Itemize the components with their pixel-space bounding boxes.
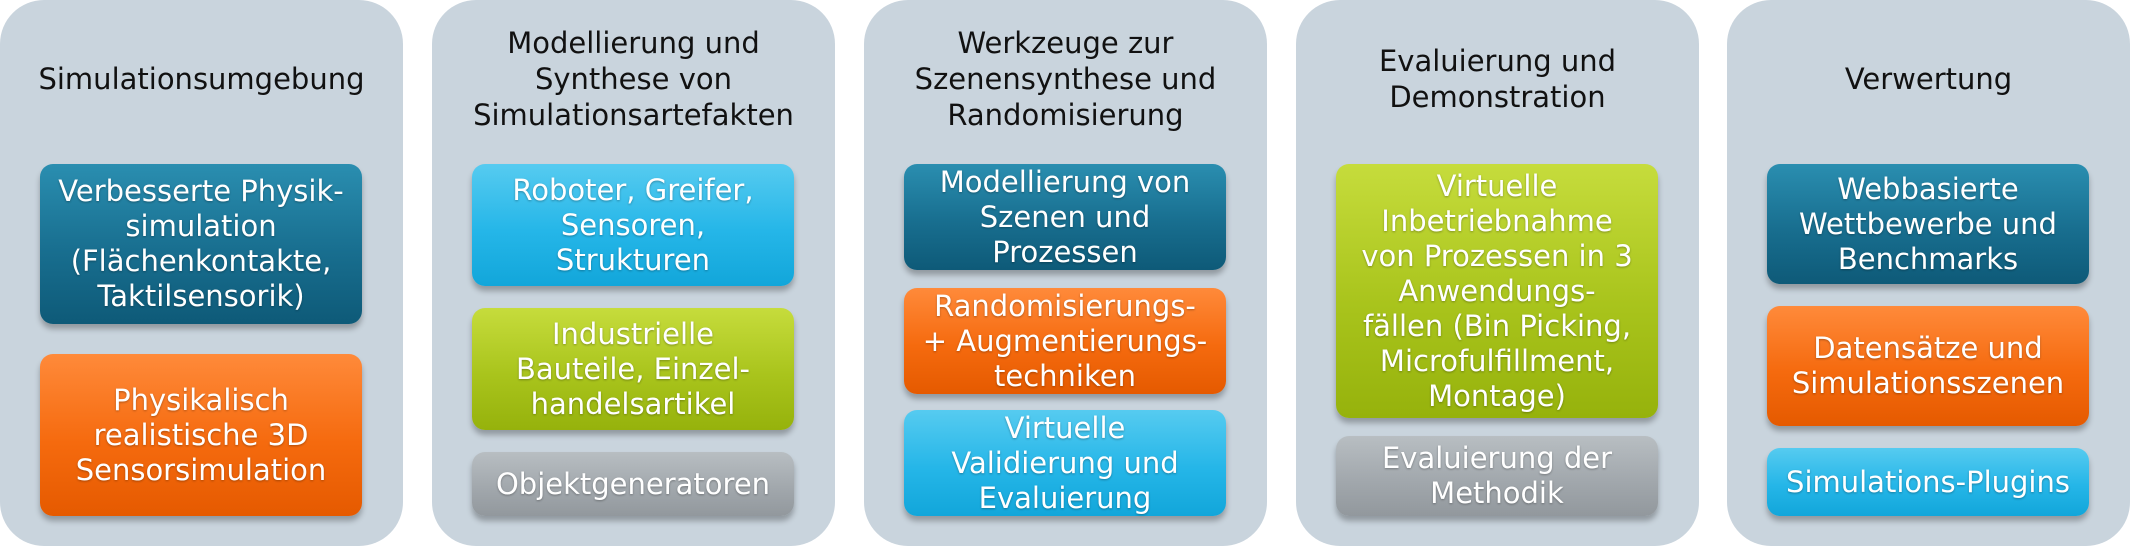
column-title: Werkzeuge zur Szenensynthese und Randomi…: [914, 26, 1217, 132]
box-simulations-plugins: Simulations-Plugins: [1767, 448, 2089, 516]
column-modellierung-synthese: Modellierung und Synthese von Simulation…: [432, 0, 835, 546]
column-title: Evaluierung und Demonstration: [1378, 44, 1617, 114]
box-sensorsimulation: Physikalisch realistische 3D Sensorsimul…: [40, 354, 362, 516]
box-evaluierung-methodik: Evaluierung der Methodik: [1336, 436, 1658, 516]
box-validierung: Virtuelle Validierung und Evaluierung: [904, 410, 1226, 516]
box-modellierung-szenen: Modellierung von Szenen und Prozessen: [904, 164, 1226, 270]
column-title: Simulationsumgebung: [38, 62, 365, 96]
column-verwertung: Verwertung Webbasierte Wettbewerbe und B…: [1727, 0, 2130, 546]
box-objektgeneratoren: Objektgeneratoren: [472, 452, 794, 516]
box-randomisierung: Randomisierungs- + Augmentierungs- techn…: [904, 288, 1226, 394]
column-werkzeuge: Werkzeuge zur Szenensynthese und Randomi…: [864, 0, 1267, 546]
column-title: Modellierung und Synthese von Simulation…: [473, 26, 794, 132]
box-virtuelle-inbetriebnahme: Virtuelle Inbetriebnahme von Prozessen i…: [1336, 164, 1658, 418]
box-wettbewerbe-benchmarks: Webbasierte Wettbewerbe und Benchmarks: [1767, 164, 2089, 284]
box-roboter-greifer: Roboter, Greifer, Sensoren, Strukturen: [472, 164, 794, 286]
box-industrielle-bauteile: Industrielle Bauteile, Einzel- handelsar…: [472, 308, 794, 430]
box-physiksimulation: Verbesserte Physik- simulation (Flächenk…: [40, 164, 362, 324]
column-title: Verwertung: [1844, 62, 2013, 96]
box-datensaetze: Datensätze und Simulationsszenen: [1767, 306, 2089, 426]
column-evaluierung-demonstration: Evaluierung und Demonstration Virtuelle …: [1296, 0, 1699, 546]
column-simulationsumgebung: Simulationsumgebung Verbesserte Physik- …: [0, 0, 403, 546]
